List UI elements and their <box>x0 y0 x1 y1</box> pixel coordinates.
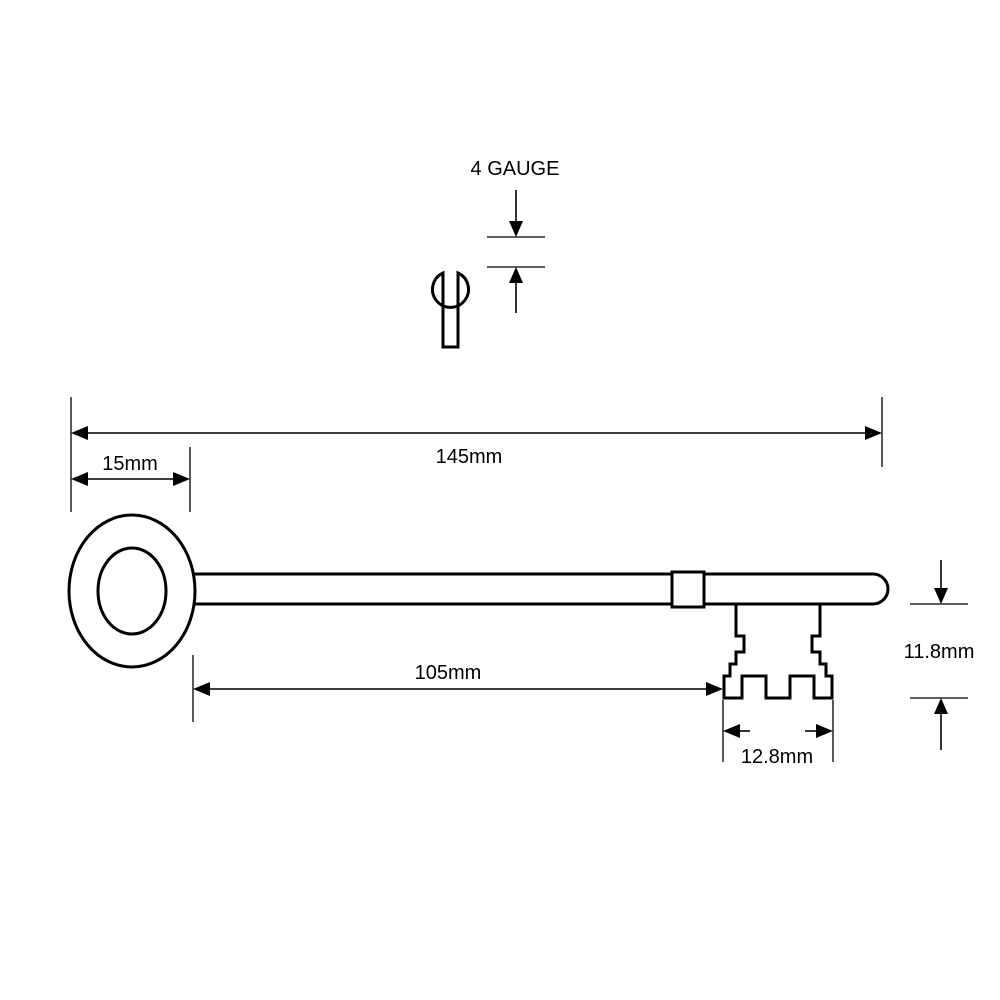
key-cross-section <box>431 270 470 349</box>
key-shank <box>178 572 890 606</box>
bit-height-arrowhead-bottom <box>934 698 948 714</box>
overall-arrowhead-right <box>865 426 882 440</box>
overall-length-label: 145mm <box>436 446 503 468</box>
overall-length-dimension: 145mm <box>70 397 883 512</box>
cross-section-profile <box>431 270 470 349</box>
key-bow-hole <box>96 546 168 636</box>
gauge-arrowhead-bottom <box>509 267 523 283</box>
bow-width-dimension: 15mm <box>71 447 191 512</box>
key-drawing <box>67 513 890 700</box>
bit-width-arrowhead-left <box>723 724 740 738</box>
shank-length-label: 105mm <box>415 662 482 684</box>
bit-height-dimension: 11.8mm <box>904 560 975 750</box>
bit-height-label: 11.8mm <box>904 641 975 663</box>
gauge-label: 4 GAUGE <box>471 158 560 180</box>
shank-length-dimension: 105mm <box>192 655 724 762</box>
overall-arrowhead-left <box>71 426 88 440</box>
key-bit <box>722 602 834 700</box>
bit-width-label: 12.8mm <box>741 746 813 768</box>
bow-arrowhead-left <box>71 472 88 486</box>
key-collar <box>670 570 706 609</box>
bit-width-dimension: 12.8mm <box>723 700 834 768</box>
bow-arrowhead-right <box>173 472 190 486</box>
gauge-dimension: 4 GAUGE <box>471 158 560 313</box>
shank-arrowhead-left <box>193 682 210 696</box>
shank-arrowhead-right <box>706 682 723 696</box>
bit-height-arrowhead-top <box>934 588 948 604</box>
bow-width-label: 15mm <box>102 453 158 475</box>
gauge-arrowhead-top <box>509 221 523 237</box>
bit-width-arrowhead-right <box>816 724 833 738</box>
